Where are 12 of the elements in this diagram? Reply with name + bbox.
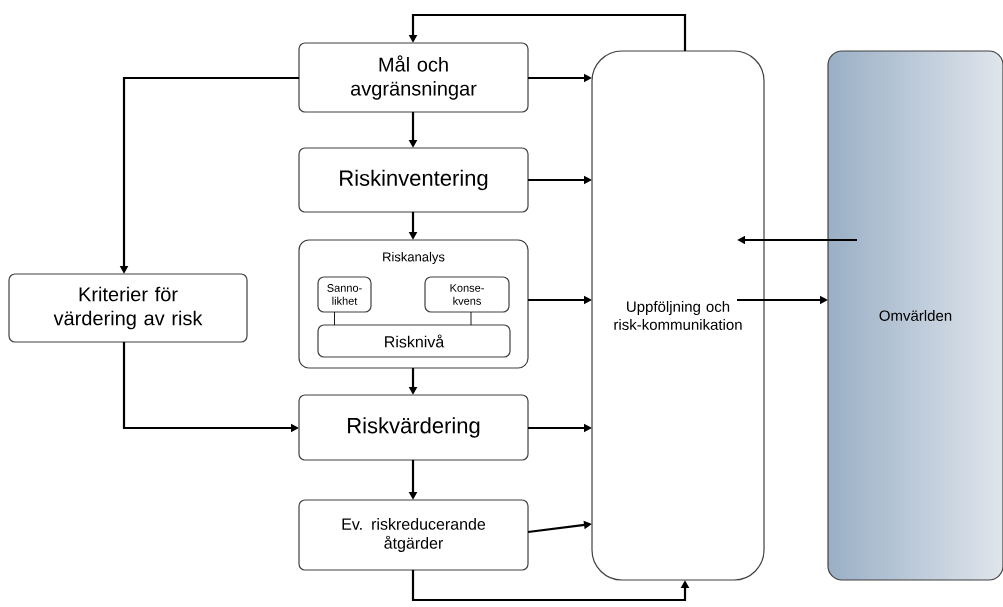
process-box: Riskinventering [298,147,529,213]
connector-line [334,311,335,326]
process-box: Risknivå [317,324,511,358]
process-box: Kriterier för värdering av risk [8,273,248,343]
process-box: Uppföljning och risk-kommunikation [591,50,765,581]
process-box: Ev. riskreducerande åtgärder [298,499,529,571]
connector-line [470,311,472,326]
process-box: Riskvärdering [298,394,529,461]
process-box: Konse-kvens [424,276,510,313]
process-box: Sanno-likhet [317,276,372,313]
process-box: Mål och avgränsningar [298,42,529,113]
environment-box: Omvärlden [827,50,1003,581]
